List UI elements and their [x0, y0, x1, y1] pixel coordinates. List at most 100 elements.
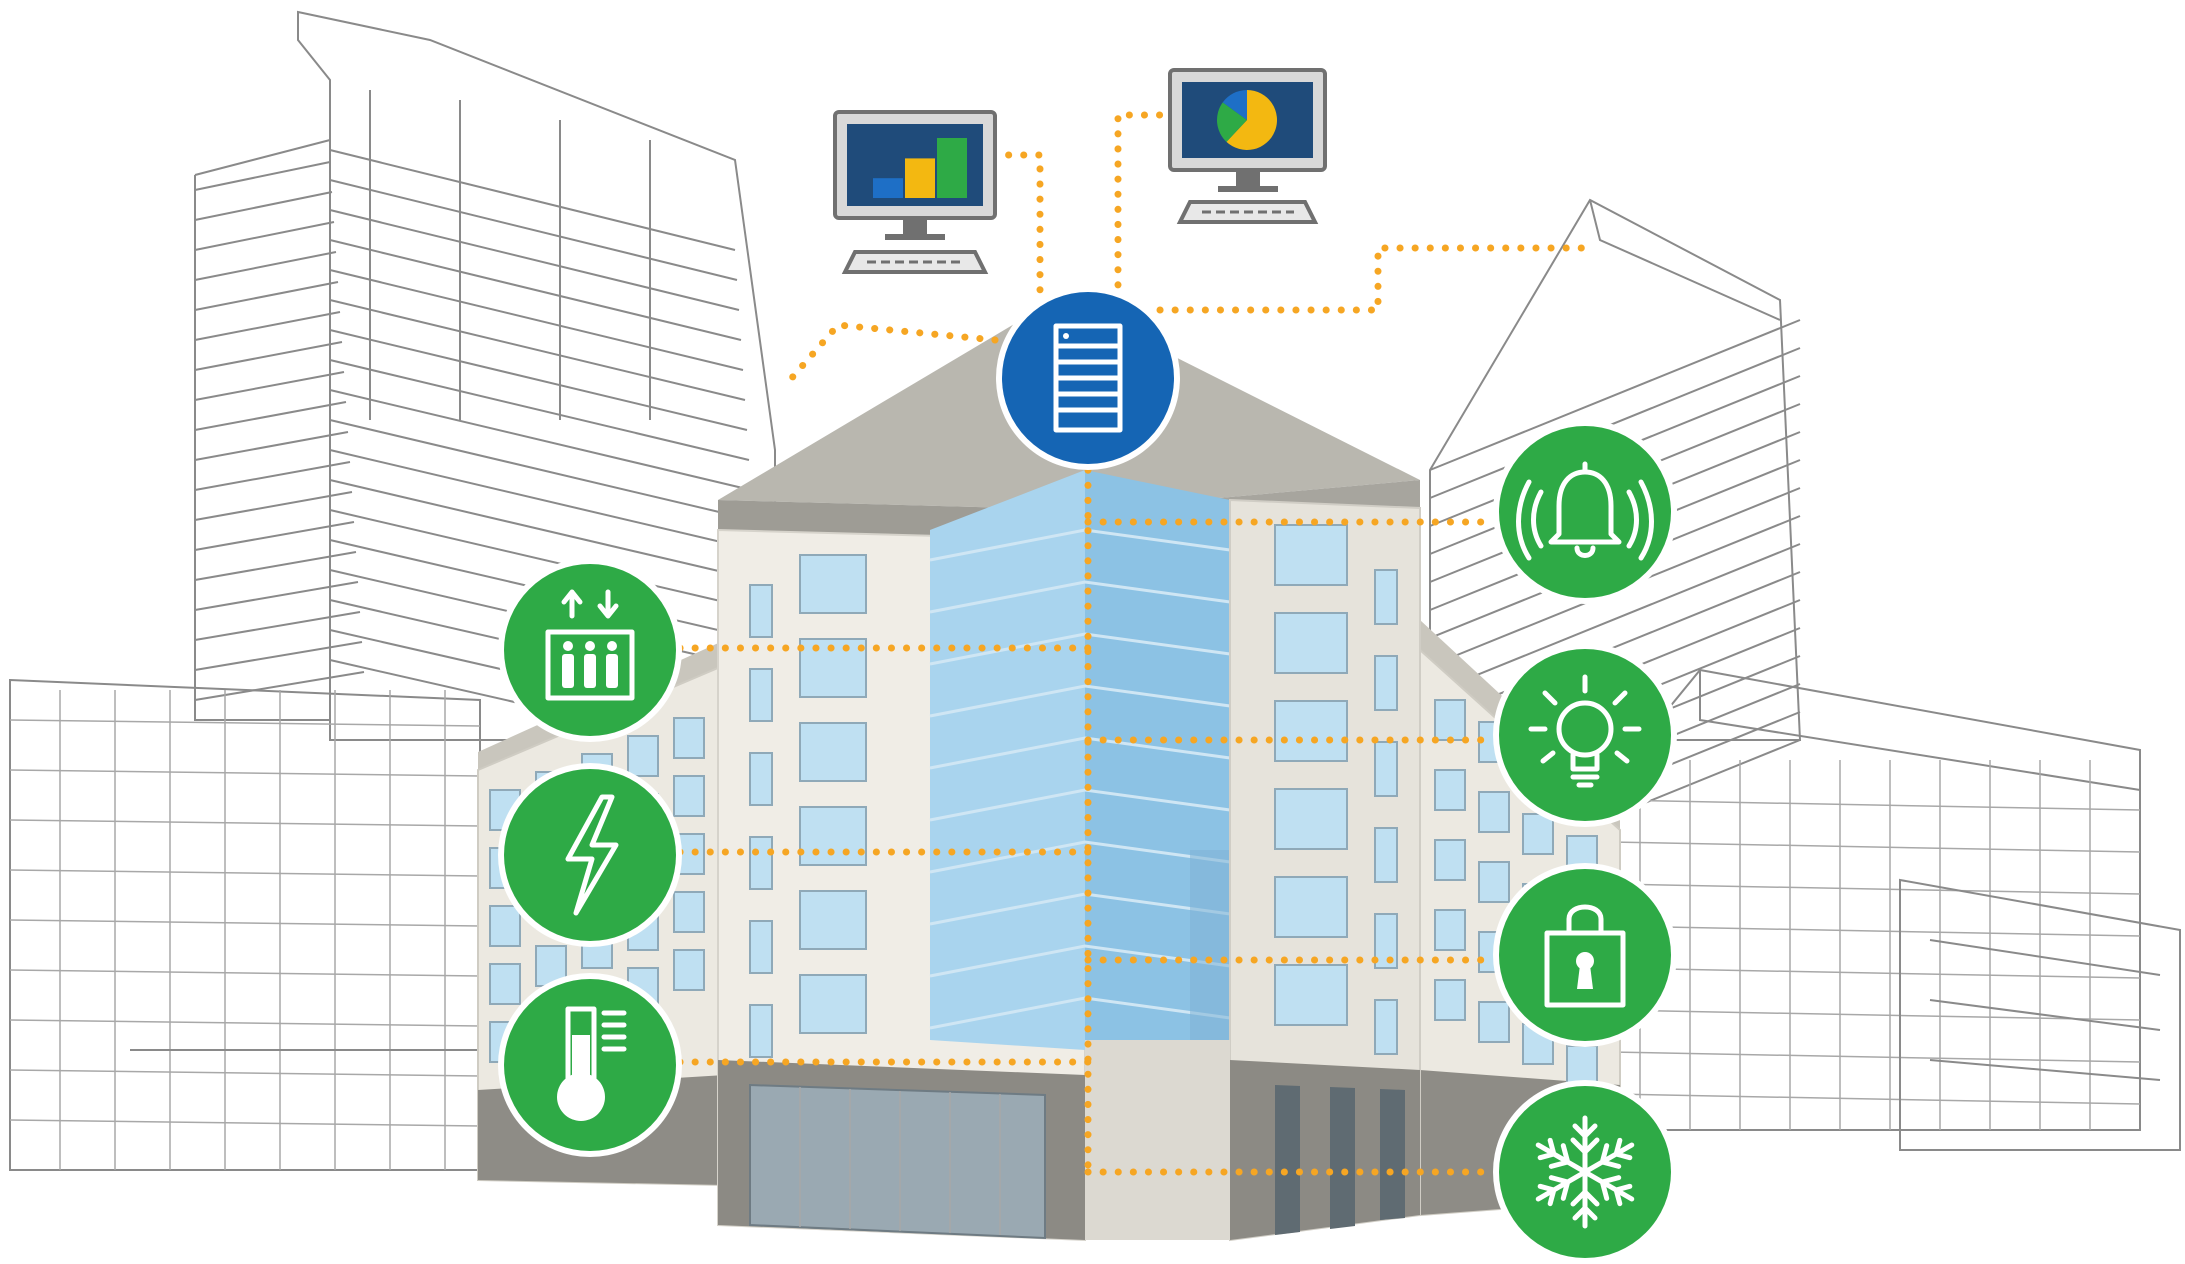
- window: [1434, 769, 1466, 811]
- window: [1434, 839, 1466, 881]
- padlock-icon: [1544, 904, 1626, 1008]
- grid-line: [9, 1019, 481, 1027]
- tower-floor-line: [194, 149, 736, 251]
- tower-floor-line: [194, 479, 758, 581]
- background-building-left-tower: [194, 10, 776, 761]
- window: [749, 836, 773, 890]
- system-node-temperature: [498, 973, 682, 1157]
- chart-bar: [937, 138, 967, 198]
- window: [799, 554, 867, 614]
- pie-slice: [1222, 90, 1247, 120]
- window: [1374, 999, 1398, 1055]
- window: [673, 775, 705, 817]
- snowflake-icon: [1535, 1115, 1635, 1229]
- window: [673, 891, 705, 933]
- window: [489, 905, 521, 947]
- window: [749, 752, 773, 806]
- window: [1434, 909, 1466, 951]
- window: [1478, 791, 1510, 833]
- grid-line: [9, 769, 481, 777]
- window: [1434, 699, 1466, 741]
- connector-monitor-pie: [1114, 111, 1174, 304]
- window: [1374, 913, 1398, 969]
- snowflake-arm: [1570, 1115, 1600, 1175]
- tower-floor-line: [194, 419, 754, 521]
- system-node-power: [498, 763, 682, 947]
- window: [749, 1004, 773, 1058]
- window: [1374, 655, 1398, 711]
- window: [1374, 741, 1398, 797]
- tower-floor-line: [194, 239, 742, 341]
- grid-line: [9, 869, 481, 877]
- tower-floor-line: [194, 329, 748, 431]
- window: [1522, 813, 1554, 855]
- grid-line: [1609, 925, 2141, 937]
- grid-line: [1609, 1051, 2141, 1063]
- window: [489, 963, 521, 1005]
- snowflake-arm: [1535, 1137, 1588, 1175]
- glass-mullion: [929, 632, 1231, 666]
- storefront-glass: [749, 1083, 1046, 1240]
- glass-mullion: [929, 736, 1231, 770]
- snowflake-arm: [1570, 1169, 1600, 1229]
- system-node-security: [1493, 863, 1677, 1047]
- bar-chart-icon: [873, 138, 967, 198]
- grid-line: [1609, 967, 2141, 979]
- glass-mullion: [929, 840, 1231, 874]
- snowflake-arm: [1535, 1169, 1588, 1207]
- window: [1478, 1001, 1510, 1043]
- chart-bar: [905, 158, 935, 198]
- window: [1566, 1045, 1598, 1087]
- connector-right-tower: [1156, 244, 1594, 314]
- window: [1274, 612, 1348, 674]
- grid-line: [9, 1119, 481, 1127]
- window: [1374, 569, 1398, 625]
- grid-line: [1609, 799, 2141, 811]
- tower-floor-line: [194, 209, 740, 311]
- window: [1274, 964, 1348, 1026]
- tower-floor-line: [194, 389, 752, 491]
- tower-floor-line: [1429, 347, 1801, 499]
- light-bulb-icon: [1528, 674, 1642, 788]
- elevator-icon: [545, 589, 635, 701]
- window: [799, 722, 867, 782]
- grid-line: [1609, 841, 2141, 853]
- window: [627, 735, 659, 777]
- window: [1434, 979, 1466, 1021]
- background-building-left-low: [9, 678, 491, 1175]
- lightning-bolt-icon: [565, 794, 619, 916]
- window: [799, 974, 867, 1034]
- system-node-alarm: [1493, 420, 1677, 604]
- window: [1274, 876, 1348, 938]
- bar-chart-monitor: [833, 110, 997, 274]
- window: [1274, 700, 1348, 762]
- window: [673, 717, 705, 759]
- tower-floor-line: [194, 449, 756, 551]
- tower-floor-line: [194, 509, 760, 611]
- glass-mullion: [929, 580, 1231, 614]
- window: [1274, 524, 1348, 586]
- connector-network: [676, 111, 1594, 1176]
- system-node-lighting: [1493, 643, 1677, 827]
- thermometer-icon: [557, 1006, 627, 1121]
- pie-chart-monitor: [1168, 68, 1327, 224]
- window: [673, 949, 705, 991]
- tower-floor-line: [194, 359, 750, 461]
- tower-floor-line: [194, 299, 746, 401]
- window: [749, 584, 773, 638]
- tower-floor-line: [194, 179, 738, 281]
- system-node-elevator: [498, 558, 682, 742]
- glass-mullion: [929, 684, 1231, 718]
- server-node: [996, 286, 1180, 470]
- pie-chart-icon: [1217, 90, 1277, 150]
- background-building-right-low: [1609, 668, 2181, 1151]
- grid-line: [9, 719, 481, 727]
- tower-floor-line: [194, 269, 744, 371]
- glass-mullion: [929, 788, 1231, 822]
- server-rack-icon: [1053, 323, 1123, 433]
- connector-monitor-bar: [996, 151, 1044, 324]
- window: [1374, 827, 1398, 883]
- grid-line: [9, 819, 481, 827]
- system-node-cooling: [1493, 1080, 1677, 1264]
